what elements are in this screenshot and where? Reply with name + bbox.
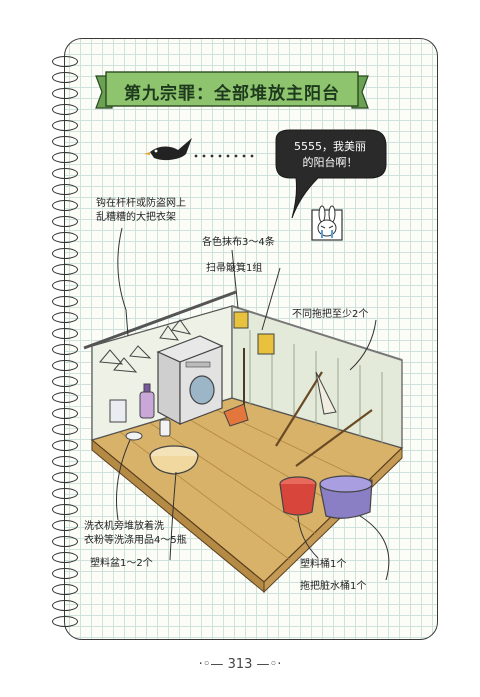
- plastic-basin: [125, 431, 199, 475]
- spiral-ring-icon: [52, 568, 78, 579]
- title-banner: 第九宗罪：全部堆放主阳台: [104, 72, 360, 108]
- crying-rabbit-icon: [311, 205, 343, 241]
- spiral-ring-icon: [52, 344, 78, 355]
- spiral-ring-icon: [52, 88, 78, 99]
- title-banner-shape: [95, 71, 369, 109]
- spiral-ring-icon: [52, 376, 78, 387]
- spiral-ring-icon: [52, 296, 78, 307]
- mop-bucket: [319, 475, 373, 519]
- spiral-ring-icon: [52, 328, 78, 339]
- cloths: [233, 311, 275, 355]
- spiral-ring-icon: [52, 536, 78, 547]
- broom-dustpan: [223, 348, 249, 427]
- label-bucket: 塑料桶1个: [300, 559, 347, 570]
- page-number: ·◦— 313 —◦·: [190, 657, 290, 672]
- spiral-ring-icon: [52, 168, 78, 179]
- spiral-ring-icon: [52, 488, 78, 499]
- speech-line-1: 5555，我美丽: [294, 140, 366, 153]
- label-basin: 塑料盆1～2个: [90, 558, 153, 569]
- spiral-ring-icon: [52, 584, 78, 595]
- page-title: 第九宗罪：全部堆放主阳台: [124, 84, 340, 104]
- spiral-ring-icon: [52, 424, 78, 435]
- pointer-lines: [116, 227, 390, 581]
- label-cloths: 各色抹布3～4条: [202, 237, 275, 248]
- label-detergent: 洗衣机旁堆放着洗 衣粉等洗涤用品4～5瓶: [84, 520, 187, 548]
- label-detergent-line2: 衣粉等洗涤用品4～5瓶: [84, 535, 187, 546]
- mops: [275, 371, 373, 467]
- spiral-ring-icon: [52, 472, 78, 483]
- label-hangers: 钩在杆杆或防盗网上 乱糟糟的大把衣架: [96, 197, 186, 225]
- spiral-ring-icon: [52, 408, 78, 419]
- spiral-ring-icon: [52, 312, 78, 323]
- page-number-ornament-right: —◦·: [256, 657, 282, 672]
- label-detergent-line1: 洗衣机旁堆放着洗: [84, 521, 164, 532]
- spiral-ring-icon: [52, 120, 78, 131]
- hanger-rod: [83, 290, 237, 373]
- speech-bubble-text: 5555，我美丽 的阳台啊！: [282, 139, 378, 171]
- spiral-ring-icon: [52, 552, 78, 563]
- spiral-ring-icon: [52, 232, 78, 243]
- spiral-ring-icon: [52, 184, 78, 195]
- washing-machine: [156, 335, 224, 426]
- label-hangers-line1: 钩在杆杆或防盗网上: [96, 198, 186, 209]
- spiral-ring-icon: [52, 360, 78, 371]
- spiral-ring-icon: [52, 280, 78, 291]
- spiral-ring-icon: [52, 440, 78, 451]
- spiral-ring-icon: [52, 56, 78, 67]
- spiral-ring-icon: [52, 216, 78, 227]
- detergent-bottles: [109, 383, 171, 437]
- page-number-text: 313: [227, 657, 253, 672]
- label-mop-bucket: 拖把脏水桶1个: [300, 581, 367, 592]
- spiral-ring-icon: [52, 248, 78, 259]
- spiral-ring-icon: [52, 504, 78, 515]
- spiral-ring-icon: [52, 152, 78, 163]
- spiral-ring-icon: [52, 520, 78, 531]
- spiral-ring-icon: [52, 456, 78, 467]
- page-number-ornament-left: ·◦—: [198, 657, 224, 672]
- speech-line-2: 的阳台啊！: [302, 156, 358, 169]
- spiral-ring-icon: [52, 264, 78, 275]
- spiral-ring-icon: [52, 392, 78, 403]
- red-bucket: [279, 476, 317, 516]
- speech-bubble: [275, 129, 387, 219]
- bird-icon: [144, 138, 254, 161]
- label-broom: 扫帚簸箕1组: [206, 263, 263, 274]
- spiral-ring-icon: [52, 600, 78, 611]
- spiral-ring-icon: [52, 104, 78, 115]
- label-hangers-line2: 乱糟糟的大把衣架: [96, 212, 176, 223]
- spiral-ring-icon: [52, 72, 78, 83]
- label-mops: 不同拖把至少2个: [292, 309, 369, 320]
- spiral-ring-icon: [52, 616, 78, 627]
- spiral-ring-icon: [52, 200, 78, 211]
- spiral-ring-icon: [52, 136, 78, 147]
